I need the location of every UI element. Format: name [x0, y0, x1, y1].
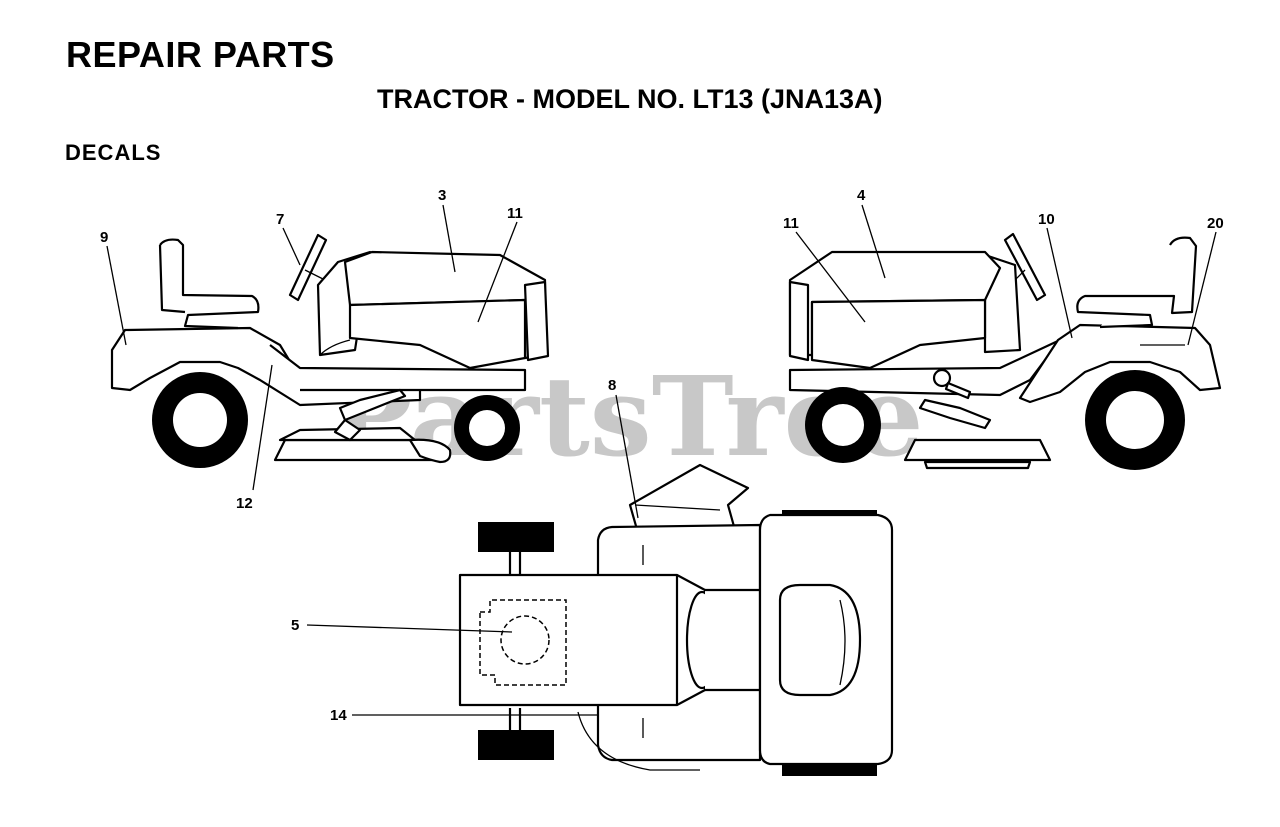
- leader-lines: [106, 204, 1217, 716]
- callout-3: 3: [438, 187, 446, 204]
- tractor-top-view: [458, 463, 894, 776]
- callout-11-right: 11: [783, 215, 799, 232]
- callout-7: 7: [276, 211, 284, 228]
- tractor-left-side-view: [110, 233, 550, 468]
- callout-4: 4: [857, 187, 866, 204]
- section-heading: DECALS: [65, 140, 162, 165]
- callout-12: 12: [236, 495, 253, 512]
- model-subtitle: TRACTOR - MODEL NO. LT13 (JNA13A): [377, 84, 883, 114]
- callout-5: 5: [291, 617, 299, 634]
- tractor-right-side-view: [788, 232, 1222, 470]
- page-title: REPAIR PARTS: [66, 34, 335, 75]
- callout-14: 14: [330, 707, 347, 724]
- callout-11-left: 11: [507, 205, 523, 222]
- callout-9: 9: [100, 229, 108, 246]
- callout-8: 8: [608, 377, 616, 394]
- callout-20: 20: [1207, 215, 1224, 232]
- callout-10: 10: [1038, 211, 1055, 228]
